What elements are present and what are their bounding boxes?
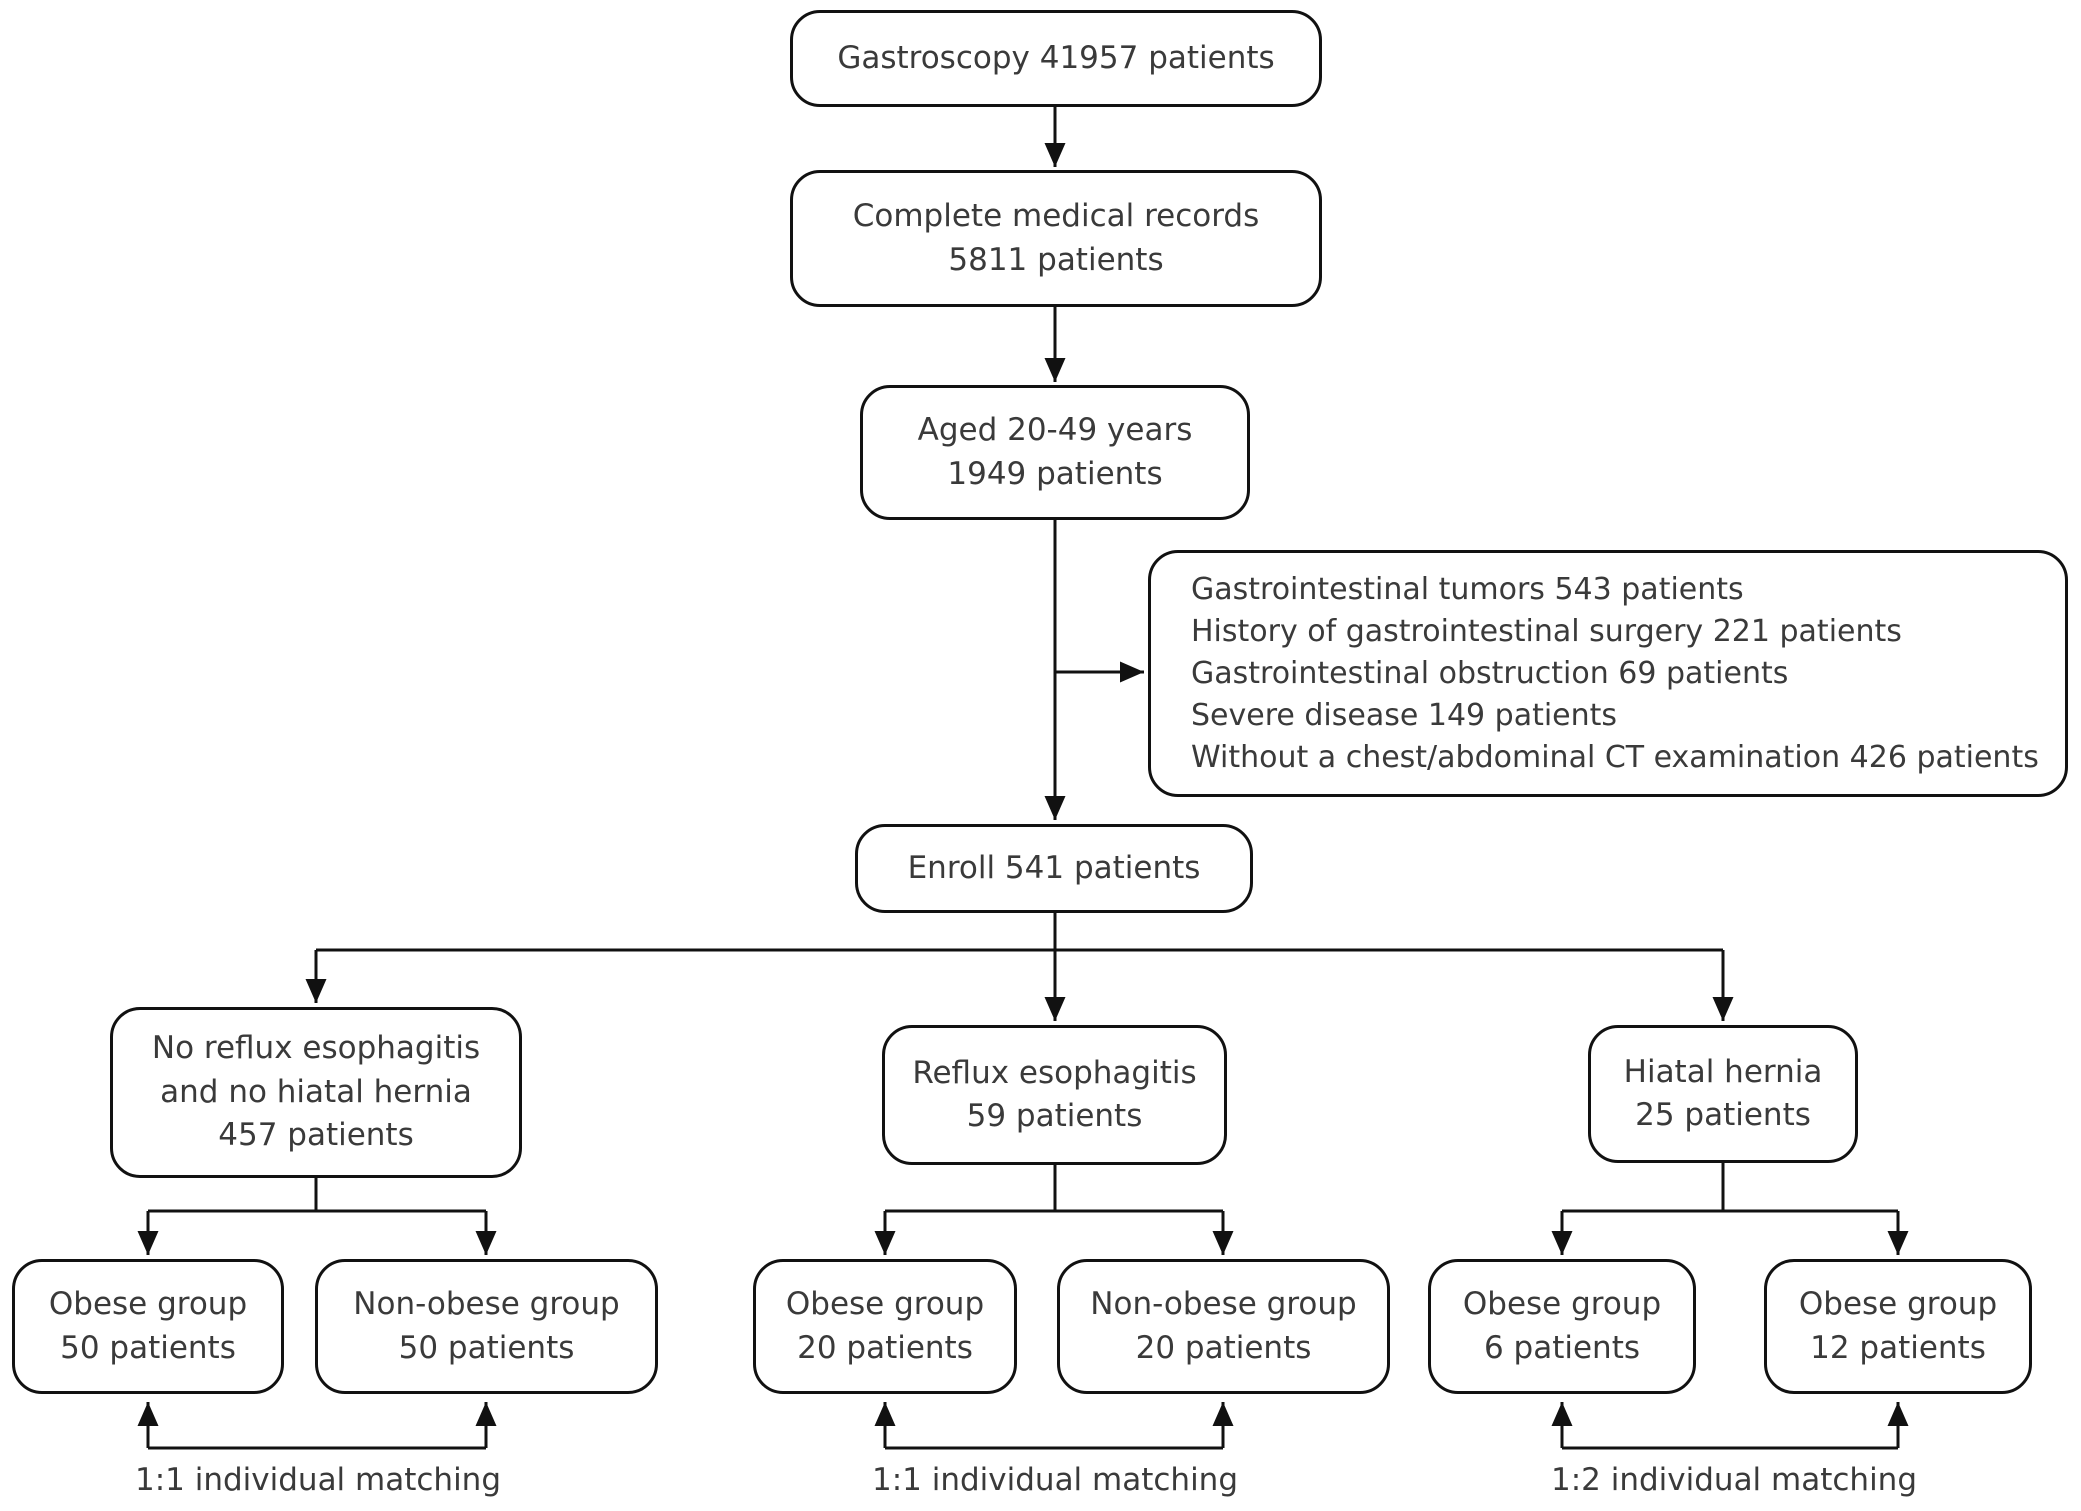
label-matching-right: 1:2 individual matching [1550, 1462, 1918, 1498]
node-nrnh-obese-group: Obese group 50 patients [12, 1259, 284, 1394]
node-hh-obese-group-matched: Obese group 12 patients [1764, 1259, 2032, 1394]
label-matching-mid: 1:1 individual matching [871, 1462, 1239, 1498]
node-aged-20-49: Aged 20-49 years 1949 patients [860, 385, 1250, 520]
node-reflux-esophagitis: Reflux esophagitis 59 patients [882, 1025, 1227, 1165]
node-enroll: Enroll 541 patients [855, 824, 1253, 913]
node-complete-medical-records: Complete medical records 5811 patients [790, 170, 1322, 307]
node-re-obese-group: Obese group 20 patients [753, 1259, 1017, 1394]
node-nrnh-nonobese-group: Non-obese group 50 patients [315, 1259, 658, 1394]
node-gastroscopy: Gastroscopy 41957 patients [790, 10, 1322, 107]
node-no-reflux-no-hernia: No reflux esophagitis and no hiatal hern… [110, 1007, 522, 1178]
node-exclusion-criteria: Gastrointestinal tumors 543 patients His… [1148, 550, 2068, 797]
label-matching-left: 1:1 individual matching [134, 1462, 502, 1498]
node-re-nonobese-group: Non-obese group 20 patients [1057, 1259, 1390, 1394]
node-hh-obese-group: Obese group 6 patients [1428, 1259, 1696, 1394]
node-hiatal-hernia: Hiatal hernia 25 patients [1588, 1025, 1858, 1163]
